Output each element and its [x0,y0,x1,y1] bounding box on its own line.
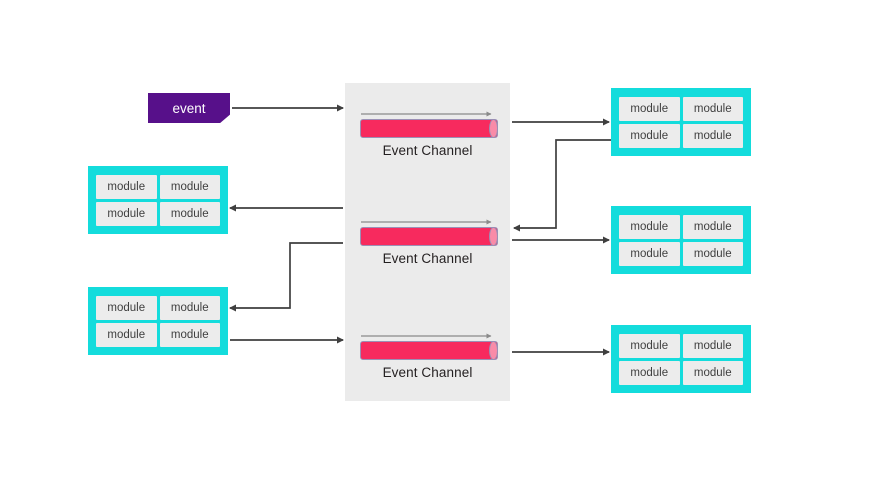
event-channel-top-label: Event Channel [382,143,473,158]
module-cell[interactable]: module [619,361,680,385]
channel-bar-middle [360,227,498,246]
flow-direction-arrow-icon [361,219,492,225]
channel-bar-cap [489,119,498,138]
module-cell[interactable]: module [159,175,220,199]
event-source-label: event [172,100,206,116]
channel-bar-bottom [360,341,498,360]
module-cell[interactable]: module [682,124,743,148]
module-cell[interactable]: module [619,334,680,358]
module-cell[interactable]: module [619,97,680,121]
module-cell[interactable]: module [682,215,743,239]
module-group-right-middle[interactable]: module module module module [611,206,751,274]
module-cell[interactable]: module [682,97,743,121]
flow-direction-arrow-icon [361,333,492,339]
flow-direction-arrow-icon [361,111,492,117]
module-cell[interactable]: module [682,361,743,385]
module-cell[interactable]: module [619,242,680,266]
event-channel-panel: Event Channel Event Channel Event Channe… [345,83,510,401]
module-cell[interactable]: module [619,124,680,148]
channel-bar-cap [489,227,498,246]
module-group-left-bottom[interactable]: module module module module [88,287,228,355]
module-cell[interactable]: module [96,296,157,320]
channel-bar-cap [489,341,498,360]
module-cell[interactable]: module [682,242,743,266]
module-cell[interactable]: module [96,323,157,347]
module-group-left-middle[interactable]: module module module module [88,166,228,234]
module-cell[interactable]: module [96,202,157,226]
module-group-right-bottom[interactable]: module module module module [611,325,751,393]
event-channel-top[interactable]: Event Channel [345,103,510,173]
connector-right-top-to-channel-middle [513,139,611,232]
module-cell[interactable]: module [619,215,680,239]
module-cell[interactable]: module [159,296,220,320]
module-cell[interactable]: module [159,323,220,347]
event-source-box[interactable]: event [148,93,230,123]
channel-bar-top [360,119,498,138]
module-cell[interactable]: module [96,175,157,199]
module-group-right-top[interactable]: module module module module [611,88,751,156]
event-channel-bottom[interactable]: Event Channel [345,325,510,395]
module-cell[interactable]: module [682,334,743,358]
event-channel-middle-label: Event Channel [382,251,473,266]
connector-channel-middle-to-left-bottom [229,242,343,312]
event-channel-bottom-label: Event Channel [382,365,473,380]
event-channel-middle[interactable]: Event Channel [345,211,510,281]
module-cell[interactable]: module [159,202,220,226]
